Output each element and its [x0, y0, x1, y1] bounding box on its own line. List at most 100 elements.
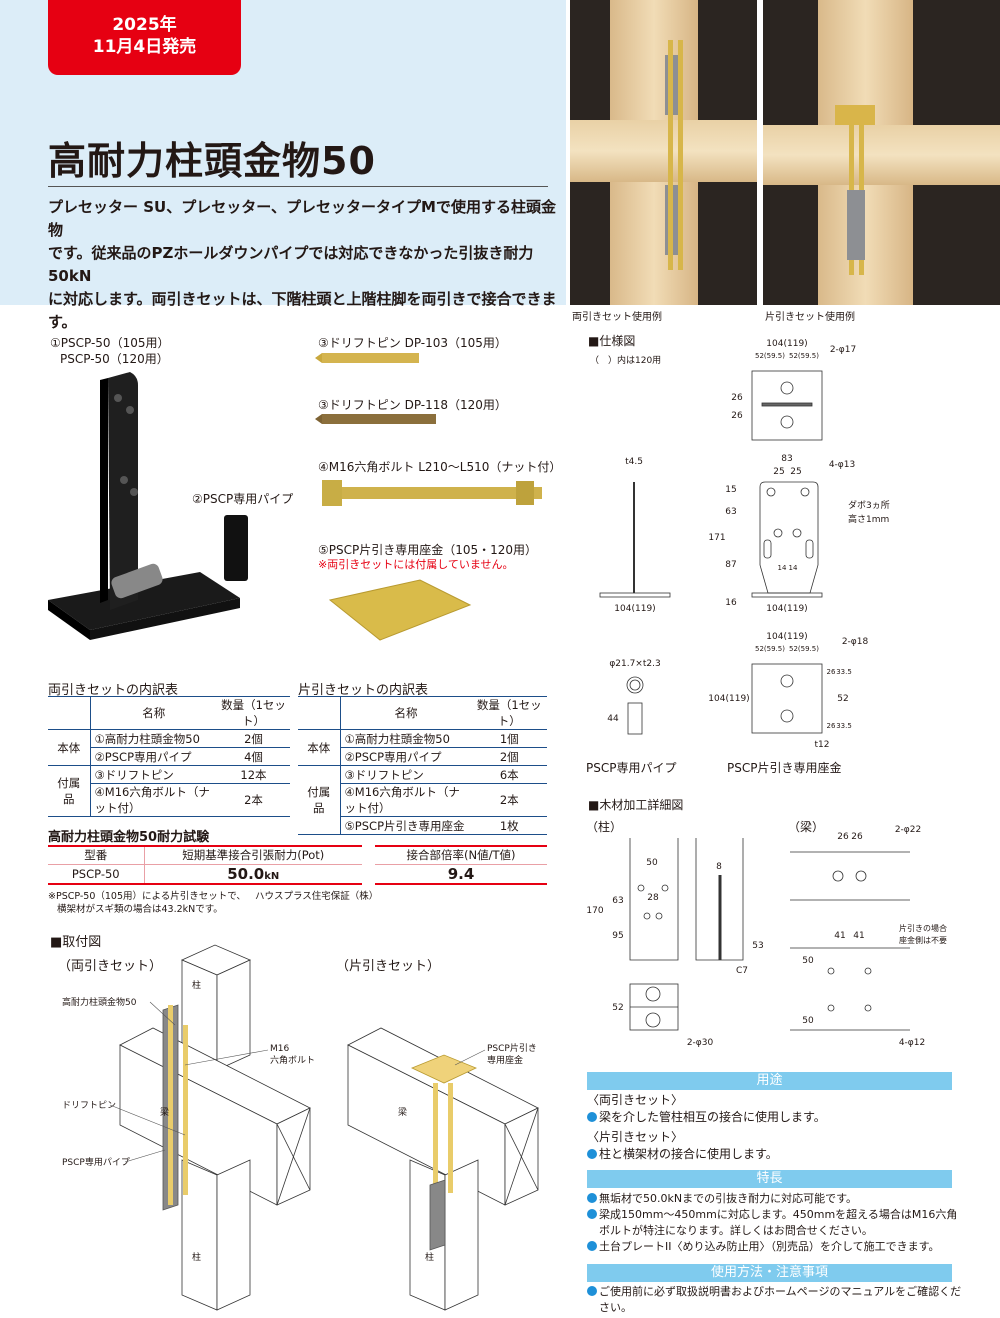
drawing-shape [184, 1049, 269, 1066]
label-bolt: M16 [270, 1044, 289, 1054]
dim-label: 16 [725, 598, 737, 608]
dim-label: 2-φ30 [687, 1038, 714, 1048]
single-set-assembly [347, 1027, 539, 1311]
drawing-shape [627, 702, 643, 735]
description-line: プレセッター SU、プレセッター、プレセッタータイプMで使用する柱頭金物 [48, 198, 556, 239]
drawing-shape [766, 487, 776, 497]
dim-label: 52(59.5) [789, 645, 819, 653]
drawing-shape [626, 676, 644, 694]
drawing-shape [645, 986, 661, 1002]
pot-unit: kN [264, 870, 280, 882]
drawing-shape [773, 528, 783, 538]
release-date: 11月4日発売 [92, 37, 197, 57]
part-4-label: ④M16六角ボルト L210～L510（ナット付） [318, 460, 562, 474]
drawing-shape [120, 476, 128, 484]
dim-label: 25 [773, 467, 784, 477]
title-divider [48, 186, 548, 187]
drawing-shape [342, 487, 542, 499]
dim-label: 41 [853, 931, 864, 941]
drift-pin-103-image [315, 353, 419, 363]
dim-label: 52 [837, 694, 848, 704]
caution-header: 使用方法・注意事項 [587, 1264, 952, 1282]
group-cell: 付属品 [298, 765, 340, 835]
dim-label: 28 [647, 893, 659, 903]
drawing-shape [276, 1107, 311, 1206]
drawing-shape [759, 481, 819, 594]
drawing-shape [124, 1149, 166, 1163]
col-header: 接合部倍率(N値/T値) [406, 848, 516, 863]
bullet-icon [587, 1286, 597, 1296]
usage-section: 〈両引きセット〉 梁を介した管柱相互の接合に使用します。 〈片引きセット〉 柱と… [587, 1092, 962, 1163]
dim-label: 50 [802, 1016, 814, 1026]
drawing-shape [599, 370, 910, 1031]
test-title: 高耐力柱頭金物50耐力試験 [48, 830, 210, 845]
drawing-shape [661, 884, 669, 892]
drawing-shape: 104(119) 52(59.5) 52(59.5) 2-φ17 26 26 t… [607, 339, 889, 750]
test-source: ハウスプラス住宅保証（株） [255, 891, 379, 902]
dim-label: ダボ3ヵ所 [848, 499, 890, 511]
drawing-shape [655, 912, 663, 920]
bullet-icon [587, 1241, 597, 1251]
dim-label: 26 [827, 722, 836, 730]
name-cell: ②PSCP専用パイプ [339, 747, 472, 766]
col-header: 数量（1セット） [216, 696, 290, 730]
drawing-shape [780, 674, 794, 688]
dim-label: 41 [834, 931, 845, 941]
label-hardware: 高耐力柱頭金物50 [62, 996, 137, 1008]
drawing-shape: 柱 高耐力柱頭金物50 M16 六角ボルト 梁 ドリフトピン PSCP専用パイプ… [62, 979, 537, 1263]
wood-title: ■木材加工詳細図 [588, 797, 683, 812]
drawing-shape [516, 481, 534, 505]
dim-label: 53 [752, 941, 763, 951]
feature-item: 土台プレートII〈めり込み防止用〉（別売品）を介して施工できます。 [599, 1240, 940, 1253]
drawing-shape [433, 1083, 438, 1193]
drawing-shape [805, 539, 814, 559]
drawing-shape [315, 353, 322, 363]
dim-label: 25 [790, 467, 801, 477]
drawing-shape [761, 402, 813, 407]
product-description: プレセッター SU、プレセッター、プレセッタータイプMで使用する柱頭金物 です。… [48, 196, 558, 334]
drawing-shape [780, 709, 794, 723]
drawing-shape [411, 1054, 477, 1084]
drawing-shape [827, 1004, 835, 1012]
drawing-shape [168, 1005, 173, 1205]
dim-note: 片引きの場合 [899, 923, 947, 933]
dim-label: 14 [778, 564, 787, 572]
drawing-shape [322, 414, 436, 424]
drawing-shape [149, 1001, 176, 1026]
drawing-shape [643, 912, 651, 920]
bullet-icon [587, 1193, 597, 1203]
name-cell: ③ドリフトピン [339, 765, 472, 784]
drawing-shape [109, 1104, 186, 1136]
mount-single-title: （片引きセット） [336, 959, 440, 974]
usage-single-head: 〈片引きセット〉 [587, 1130, 684, 1144]
drawing-shape [855, 870, 867, 882]
washer-drawing-label: PSCP片引き専用座金 [727, 760, 841, 775]
drift-pin-118-image [315, 414, 436, 424]
dim-label: 52(59.5) [755, 352, 785, 360]
bullet-icon [587, 1149, 597, 1159]
dim-label: 50 [646, 858, 658, 868]
label-pin: ドリフトピン [62, 1100, 116, 1111]
dim-label: t12 [815, 740, 830, 750]
drawing-shape [751, 592, 823, 598]
test-note: ※PSCP-50（105用）による片引きセットで、 [48, 891, 246, 902]
photo-double-set [570, 0, 757, 305]
photo-caption: 片引きセット使用例 [765, 312, 855, 323]
drawing-shape: 50 28 170 63 95 8 53 C7 52 2-φ30 26 26 2… [586, 825, 947, 1048]
label-column: 柱 [192, 979, 201, 991]
product-illustrations [48, 353, 542, 641]
drawing-shape [763, 539, 772, 559]
usage-double-text: 梁を介した管柱相互の接合に使用します。 [599, 1110, 826, 1124]
page-title: 高耐力柱頭金物50 [48, 139, 376, 183]
dim-label: 52(59.5) [755, 645, 785, 653]
dim-label: 26 [827, 668, 836, 676]
drawing-shape [800, 487, 810, 497]
drawing-shape [111, 563, 163, 599]
ratio-value: 9.4 [447, 864, 475, 883]
part-1-label: ①PSCP-50（105用） [50, 336, 170, 350]
